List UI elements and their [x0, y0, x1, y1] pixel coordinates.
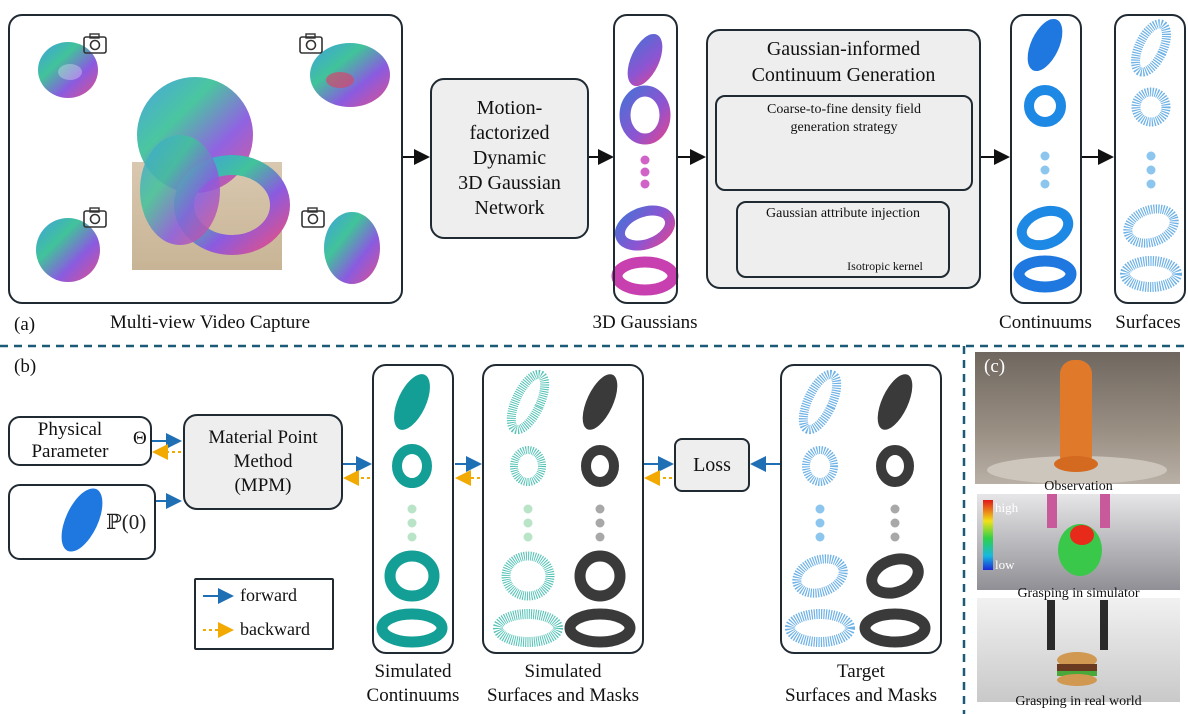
panel-b-tag: (b): [14, 356, 37, 377]
colorbar-high: high: [995, 500, 1019, 515]
injection-title: Gaussian attribute injection: [766, 206, 920, 221]
physical-parameter-box: [8, 416, 152, 466]
main-torus-render: [137, 77, 290, 255]
density-field-box: [715, 95, 973, 191]
p0-symbol: ℙ(0): [106, 510, 147, 534]
theta-symbol: Θ: [133, 428, 147, 449]
injection-box: [736, 201, 950, 278]
target-caption: Target Surfaces and Masks: [768, 660, 954, 708]
real-world-photo: [977, 598, 1180, 702]
capture-caption: Multi-view Video Capture: [109, 312, 311, 333]
sim-surf-line: Surfaces and Masks: [487, 685, 639, 706]
surfaces-caption: Surfaces: [1115, 312, 1181, 333]
sim-mask-shapes: [523, 374, 636, 648]
sim-surfaces-column: [482, 364, 644, 654]
target-line: Surfaces and Masks: [785, 685, 937, 706]
sim-surfaces-caption: Simulated Surfaces and Masks: [470, 660, 656, 708]
loss-box: Loss: [674, 438, 750, 492]
sim-surf-line: Simulated: [524, 661, 602, 682]
continuum-title: Gaussian-informed Continuum Generation: [706, 36, 981, 88]
loss-label: Loss: [693, 453, 731, 476]
panel-a-tag: (a): [14, 314, 36, 335]
panel-b-arrows: [152, 433, 780, 638]
physical-line: Physical: [37, 419, 103, 440]
colorbar-low: low: [995, 557, 1015, 572]
small-render-tr: [310, 43, 390, 107]
mpm-line: (MPM): [234, 475, 292, 496]
camera-icon: [301, 207, 325, 228]
gaussians-caption: 3D Gaussians: [592, 312, 698, 333]
surface-dots: [1146, 151, 1156, 189]
capture-images: [36, 42, 390, 284]
kernel-label: Isotropic kernel: [847, 259, 923, 273]
target-line: Target: [837, 661, 885, 682]
mpm-box: Material Point Method (MPM): [183, 414, 343, 510]
video-capture-box: [8, 14, 403, 304]
mpm-line: Method: [233, 451, 293, 472]
network-box: Motion- factorized Dynamic 3D Gaussian N…: [430, 78, 589, 239]
continuums-column: [1010, 14, 1082, 304]
gaussians-column: [613, 14, 678, 304]
sim-continuums-caption: Simulated Continuums: [352, 660, 474, 708]
grasp-real-label: Grasping in real world: [1015, 694, 1142, 709]
camera-icon: [299, 33, 323, 54]
surface-shapes: [1120, 19, 1182, 292]
continuum-title-line: Continuum Generation: [751, 64, 936, 86]
legend-forward: forward: [240, 585, 297, 605]
continuum-generation-box: [706, 29, 981, 289]
continuums-caption: Continuums: [999, 312, 1092, 333]
density-title-line: generation strategy: [790, 120, 898, 135]
legend-box: [194, 578, 334, 650]
small-render-tl: [38, 42, 98, 98]
continuum-title-line: Gaussian-informed: [766, 38, 921, 60]
small-render-bl: [36, 218, 100, 282]
camera-icon: [83, 33, 107, 54]
initial-state-box: [8, 484, 156, 560]
continuum-shapes: [1013, 18, 1077, 293]
sim-surface-shapes: [493, 369, 563, 647]
legend-backward: backward: [240, 619, 310, 639]
target-mask-shapes: [815, 374, 931, 648]
network-line: 3D Gaussian: [458, 172, 561, 194]
initial-state-torus: [61, 488, 103, 552]
panel-c-tag: (c): [984, 356, 1006, 377]
observation-photo: [975, 352, 1180, 484]
grasp-sim-label: Grasping in simulator: [1017, 586, 1140, 601]
density-title: Coarse-to-fine density field generation …: [715, 101, 973, 137]
camera-icon: [83, 207, 107, 228]
target-column: [780, 364, 942, 654]
network-line: Network: [474, 197, 545, 219]
sim-continuums-column: [372, 364, 454, 654]
density-title-line: Coarse-to-fine density field: [767, 102, 921, 117]
network-line: Motion-: [476, 97, 543, 119]
physical-parameter-text: Physical Parameter: [12, 419, 128, 463]
sim-cont-line: Simulated: [374, 661, 452, 682]
simulator-photo: [977, 494, 1180, 590]
observation-label: Observation: [1044, 479, 1113, 494]
gaussian-shapes: [611, 33, 679, 296]
target-surface-shapes: [785, 369, 855, 647]
sim-cont-line: Continuums: [366, 685, 460, 706]
physical-line: Parameter: [31, 441, 109, 462]
network-line: factorized: [469, 122, 550, 144]
sim-continuum-shapes: [376, 374, 448, 648]
small-render-br: [324, 212, 380, 284]
mpm-line: Material Point: [208, 427, 318, 448]
network-line: Dynamic: [472, 147, 547, 169]
surfaces-column: [1114, 14, 1186, 304]
